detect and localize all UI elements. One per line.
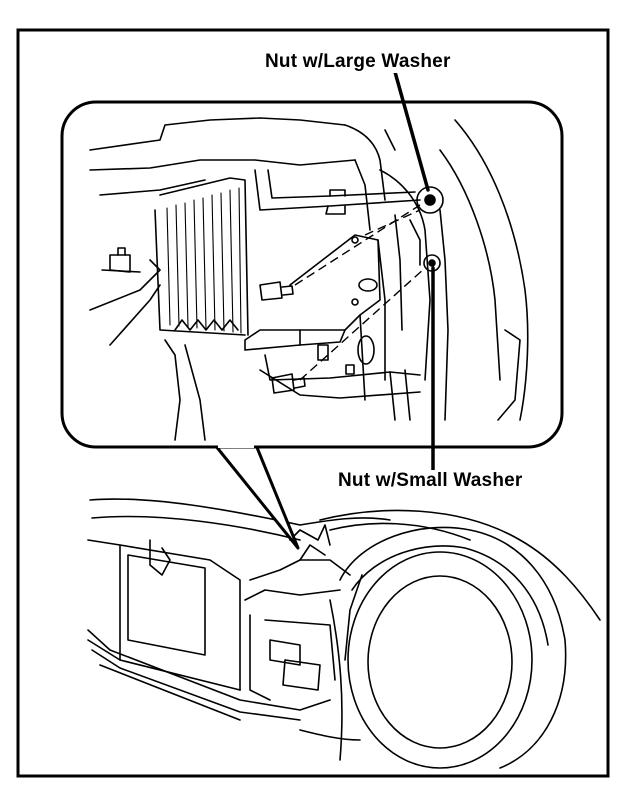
detail-drawing [89, 117, 529, 441]
alignment-lines [294, 204, 426, 381]
callout-pointer [213, 444, 300, 550]
vehicle-overview [87, 498, 601, 769]
leader-large-washer [393, 70, 430, 192]
callout-nut-small-washer: Nut w/Small Washer [336, 470, 525, 492]
callout-nut-large-washer: Nut w/Large Washer [263, 51, 453, 73]
